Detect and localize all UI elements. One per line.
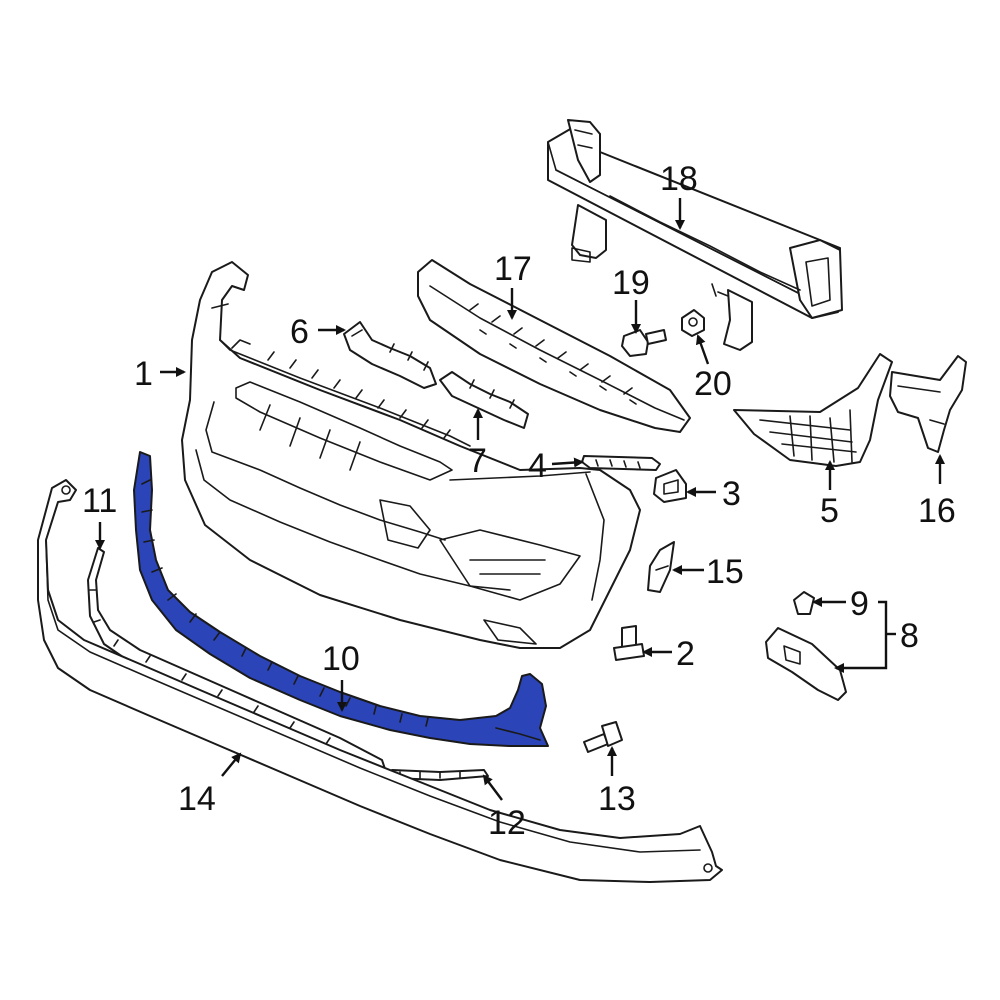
callout-6: 6 [290, 313, 309, 351]
part-14-lower-lip[interactable] [37, 479, 723, 883]
callout-17: 17 [494, 250, 532, 288]
leader-20 [695, 334, 710, 365]
part-10-lower-deflector[interactable] [133, 451, 549, 747]
part-2-bolt[interactable] [613, 625, 645, 661]
callout-12: 12 [488, 804, 526, 842]
leader-4 [551, 457, 584, 468]
part-9-clip[interactable] [793, 591, 815, 615]
callout-2: 2 [676, 635, 695, 673]
callout-10: 10 [322, 640, 360, 678]
callout-3: 3 [722, 475, 741, 513]
part-3-clip[interactable] [653, 469, 687, 503]
callout-11: 11 [82, 482, 117, 520]
callout-20: 20 [694, 365, 732, 403]
part-8-bracket[interactable] [765, 627, 847, 701]
part-16-bracket[interactable] [889, 355, 967, 453]
part-7-bracket[interactable] [439, 371, 529, 429]
leader-lines [95, 198, 945, 801]
part-5-grille[interactable] [733, 353, 893, 467]
callout-13: 13 [598, 780, 636, 818]
part-19-bolt[interactable] [621, 329, 667, 357]
callout-8: 8 [900, 617, 919, 655]
part-6-bracket[interactable] [343, 321, 437, 389]
callout-labels: 1 2 3 4 5 6 7 8 9 10 11 12 13 14 15 16 1… [82, 160, 956, 842]
callout-5: 5 [820, 492, 839, 530]
callout-4: 4 [528, 447, 547, 485]
callout-16: 16 [918, 492, 956, 530]
part-15-bracket[interactable] [647, 541, 675, 593]
leader-12 [482, 774, 503, 801]
part-20-nut[interactable] [681, 309, 705, 337]
callout-14: 14 [178, 780, 216, 818]
part-4-strip[interactable] [581, 455, 661, 471]
callout-9: 9 [850, 585, 869, 623]
part-17-energy-absorber[interactable] [417, 259, 691, 433]
callout-19: 19 [612, 264, 650, 302]
callout-18: 18 [660, 160, 698, 198]
part-18-reinforcement-beam[interactable] [547, 119, 843, 351]
callout-7: 7 [468, 442, 487, 480]
part-1-bumper-cover[interactable] [181, 261, 641, 649]
leader-14 [221, 752, 242, 777]
callout-15: 15 [706, 553, 744, 591]
part-13-bolt[interactable] [583, 721, 623, 753]
callout-1: 1 [134, 355, 153, 393]
